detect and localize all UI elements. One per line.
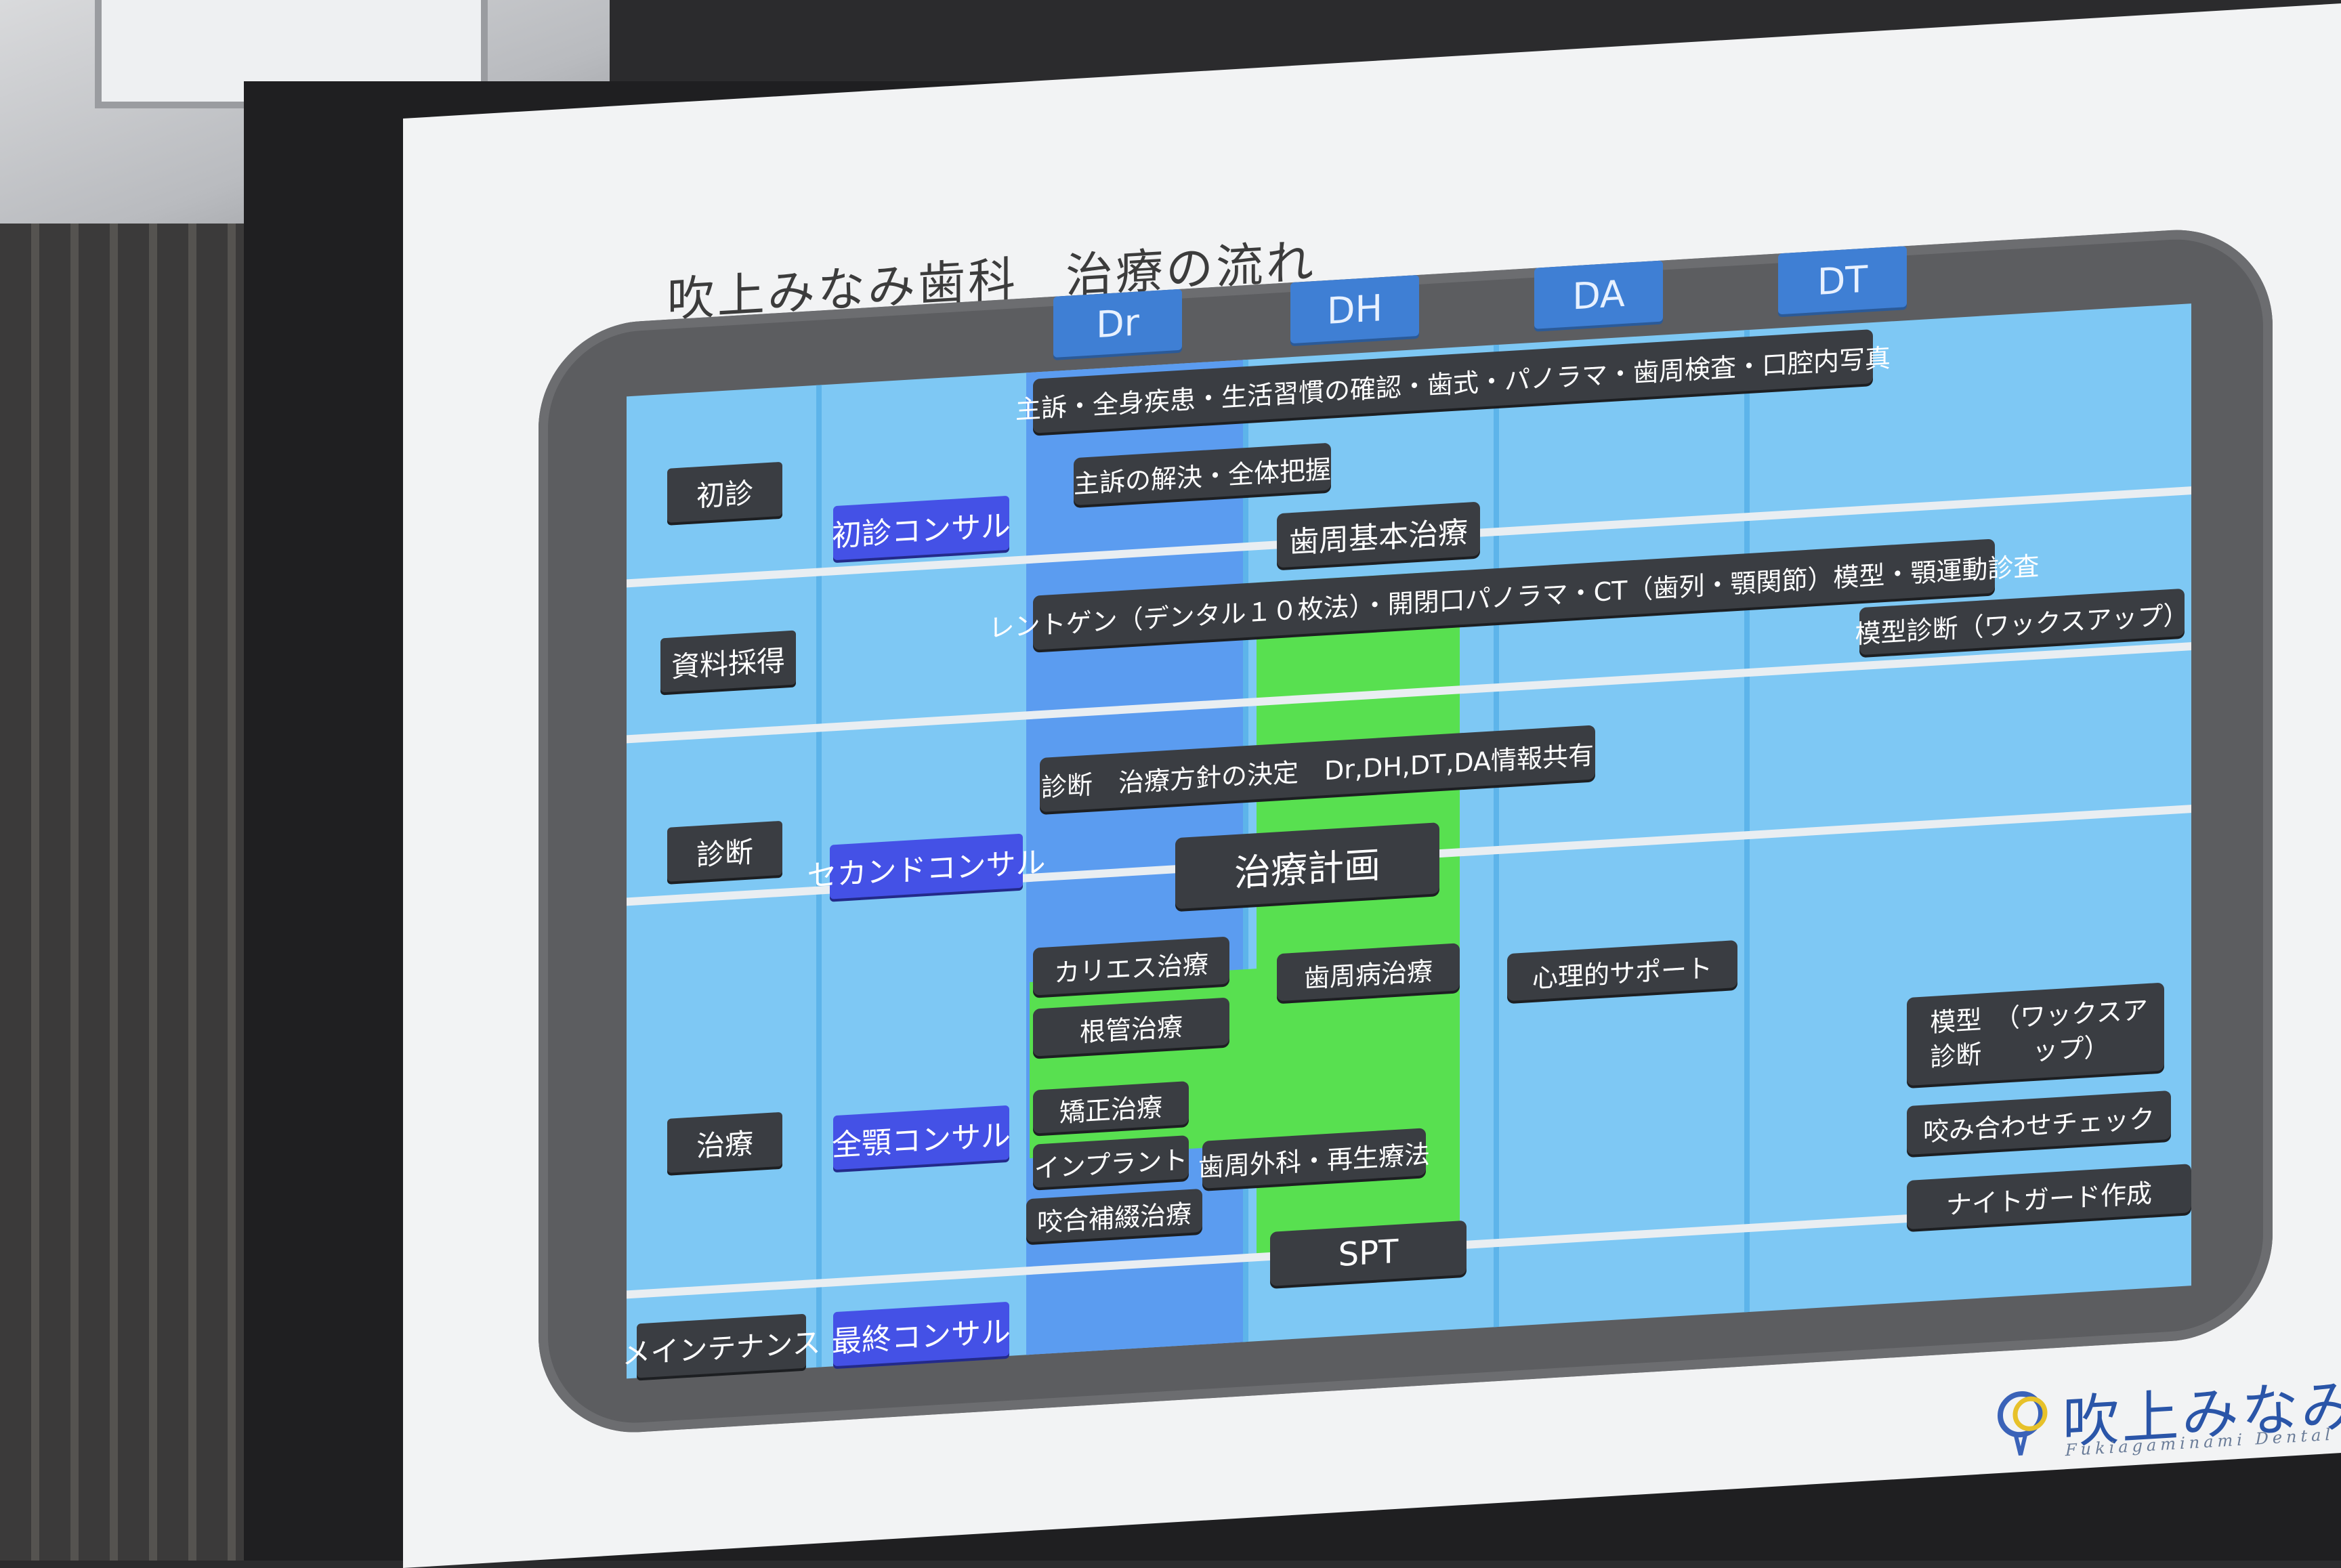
- column-da: [1494, 329, 1750, 1328]
- projection-screen-frame: 吹上みなみ歯科治療の流れ 初診 資料採得 診断 治療 メインテナンス 初診コンサ…: [244, 0, 2341, 1568]
- consult-final: 最終コンサル: [832, 1301, 1011, 1367]
- task-ortho: 矯正治療: [1033, 1081, 1189, 1134]
- column-dt: [1744, 303, 2191, 1312]
- role-dr: Dr: [1053, 289, 1182, 358]
- consult-full-jaw: 全顎コンサル: [832, 1105, 1011, 1170]
- task-implant: インプラント: [1033, 1135, 1189, 1188]
- phase-maintenance: メインテナンス: [622, 1313, 821, 1378]
- flow-grid: 初診 資料採得 診断 治療 メインテナンス 初診コンサル セカンドコンサル 全顎…: [622, 303, 2191, 1379]
- phase-initial: 初診: [667, 461, 782, 523]
- model-diag-line2: （ワックスアップ）: [1994, 994, 2148, 1067]
- phase-treatment: 治療: [667, 1111, 782, 1173]
- role-da: DA: [1534, 260, 1663, 329]
- tooth-logo-icon: [1998, 1391, 2048, 1456]
- phase-records: 資料採得: [660, 630, 796, 693]
- role-dt: DT: [1778, 246, 1907, 315]
- model-diag-line1: 模型診断: [1930, 1004, 1982, 1073]
- phase-diagnosis: 診断: [667, 820, 782, 882]
- role-dh: DH: [1290, 274, 1419, 344]
- task-model-diagnosis: 模型診断 （ワックスアップ）: [1907, 982, 2164, 1086]
- column-phase: [627, 385, 822, 1379]
- slide: 吹上みなみ歯科治療の流れ 初診 資料採得 診断 治療 メインテナンス 初診コンサ…: [403, 0, 2341, 1568]
- consult-initial: 初診コンサル: [832, 495, 1011, 561]
- consult-second: セカンドコンサル: [807, 833, 1046, 899]
- wall-paneling: [0, 224, 284, 1561]
